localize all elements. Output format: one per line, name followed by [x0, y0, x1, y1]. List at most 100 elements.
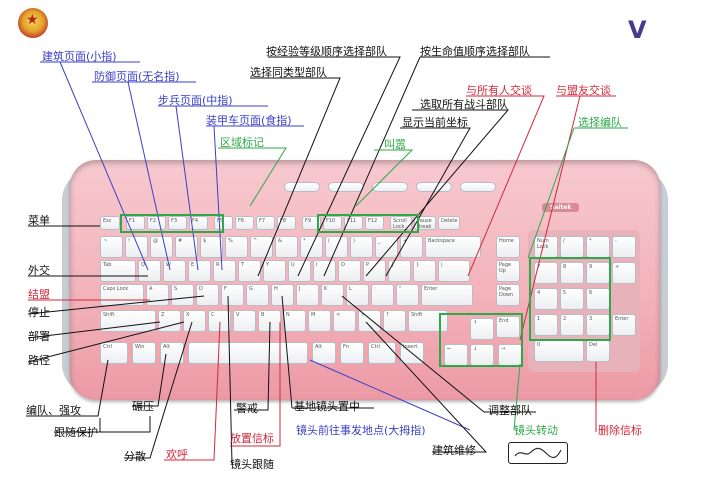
- key[interactable]: Alt: [312, 342, 336, 364]
- key[interactable]: P: [363, 260, 386, 282]
- key[interactable]: 1: [534, 314, 558, 336]
- key[interactable]: F1: [126, 216, 145, 230]
- key[interactable]: ?: [383, 310, 406, 332]
- key[interactable]: ~: [100, 236, 123, 258]
- key[interactable]: Del: [586, 340, 610, 362]
- key[interactable]: F6: [235, 216, 254, 230]
- key[interactable]: *: [586, 236, 610, 258]
- key[interactable]: Shift: [408, 310, 448, 332]
- key[interactable]: Z: [158, 310, 181, 332]
- media-button[interactable]: [460, 182, 496, 192]
- key[interactable]: Ctrl: [368, 342, 396, 364]
- key[interactable]: (: [325, 236, 348, 258]
- key[interactable]: O: [338, 260, 361, 282]
- key[interactable]: F7: [256, 216, 275, 230]
- media-button[interactable]: [284, 182, 320, 192]
- key[interactable]: F9: [302, 216, 321, 230]
- key[interactable]: !: [125, 236, 148, 258]
- key[interactable]: L: [346, 284, 369, 306]
- key[interactable]: N: [283, 310, 306, 332]
- key[interactable]: /: [560, 236, 584, 258]
- key[interactable]: Pause Break: [414, 216, 436, 230]
- key[interactable]: F11: [344, 216, 363, 230]
- key[interactable]: Alt: [160, 342, 184, 364]
- key[interactable]: F10: [323, 216, 342, 230]
- key[interactable]: %: [225, 236, 248, 258]
- key[interactable]: ): [350, 236, 373, 258]
- key[interactable]: C: [208, 310, 231, 332]
- key[interactable]: F3: [168, 216, 187, 230]
- key[interactable]: 2: [560, 314, 584, 336]
- key[interactable]: Backspace: [425, 236, 481, 258]
- key[interactable]: →: [498, 344, 522, 366]
- key[interactable]: -: [612, 236, 636, 258]
- key[interactable]: Num Lock: [534, 236, 558, 258]
- key[interactable]: +: [612, 262, 636, 284]
- key[interactable]: $: [200, 236, 223, 258]
- key[interactable]: S: [171, 284, 194, 306]
- media-button[interactable]: [416, 182, 452, 192]
- key[interactable]: 8: [560, 262, 584, 284]
- key[interactable]: _: [375, 236, 398, 258]
- key[interactable]: Insert: [400, 342, 424, 364]
- key[interactable]: 3: [586, 314, 610, 336]
- key[interactable]: Enter: [421, 284, 473, 306]
- key[interactable]: H: [271, 284, 294, 306]
- media-button[interactable]: [328, 182, 364, 192]
- key[interactable]: T: [238, 260, 261, 282]
- key[interactable]: [188, 342, 308, 364]
- key[interactable]: F2: [147, 216, 166, 230]
- key[interactable]: F4: [189, 216, 208, 230]
- key[interactable]: ↓: [470, 344, 494, 366]
- key[interactable]: Shift: [100, 310, 156, 332]
- key[interactable]: @: [150, 236, 173, 258]
- key[interactable]: Enter: [612, 314, 636, 336]
- key[interactable]: G: [246, 284, 269, 306]
- key[interactable]: F12: [365, 216, 384, 230]
- key[interactable]: J: [296, 284, 319, 306]
- key[interactable]: #: [175, 236, 198, 258]
- key[interactable]: K: [321, 284, 344, 306]
- key[interactable]: 9: [586, 262, 610, 284]
- key[interactable]: M: [308, 310, 331, 332]
- key[interactable]: 0: [534, 340, 584, 362]
- key[interactable]: Caps Lock: [100, 284, 144, 306]
- media-button[interactable]: [372, 182, 408, 192]
- key[interactable]: 6: [586, 288, 610, 310]
- key[interactable]: A: [146, 284, 169, 306]
- key[interactable]: >: [358, 310, 381, 332]
- key[interactable]: U: [288, 260, 311, 282]
- key[interactable]: Win: [132, 342, 156, 364]
- key[interactable]: &: [275, 236, 298, 258]
- key[interactable]: ←: [444, 344, 468, 366]
- key[interactable]: V: [233, 310, 256, 332]
- key[interactable]: }: [413, 260, 436, 282]
- key[interactable]: Q: [138, 260, 161, 282]
- key[interactable]: W: [163, 260, 186, 282]
- key[interactable]: B: [258, 310, 281, 332]
- key[interactable]: Y: [263, 260, 286, 282]
- key[interactable]: *: [300, 236, 323, 258]
- key[interactable]: 5: [560, 288, 584, 310]
- key[interactable]: F: [221, 284, 244, 306]
- key[interactable]: ↑: [470, 318, 494, 340]
- key[interactable]: Page Up: [496, 260, 520, 282]
- key[interactable]: I: [313, 260, 336, 282]
- key[interactable]: {: [388, 260, 411, 282]
- key[interactable]: 4: [534, 288, 558, 310]
- key[interactable]: +: [400, 236, 423, 258]
- key[interactable]: F8: [277, 216, 296, 230]
- key[interactable]: Delete: [438, 216, 460, 230]
- key[interactable]: End: [496, 316, 520, 338]
- key[interactable]: F5: [214, 216, 233, 230]
- key[interactable]: Page Down: [496, 284, 520, 306]
- key[interactable]: :: [371, 284, 394, 306]
- key[interactable]: X: [183, 310, 206, 332]
- key[interactable]: Scroll Lock: [390, 216, 412, 230]
- key[interactable]: |: [438, 260, 470, 282]
- key[interactable]: 7: [534, 262, 558, 284]
- key[interactable]: Ctrl: [100, 342, 128, 364]
- key[interactable]: Tab: [100, 260, 136, 282]
- key[interactable]: Esc: [100, 216, 120, 230]
- key[interactable]: Home: [496, 236, 520, 258]
